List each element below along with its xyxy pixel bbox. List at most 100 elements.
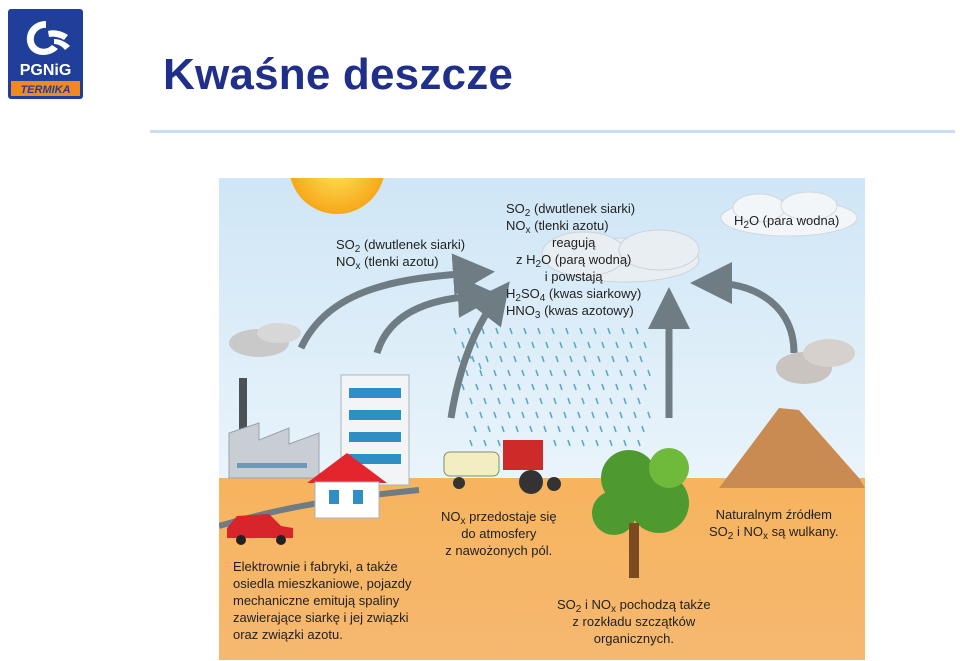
raindrop bbox=[535, 411, 539, 419]
raindrop bbox=[469, 439, 473, 447]
car bbox=[227, 514, 293, 545]
raindrop bbox=[527, 355, 531, 363]
raindrop bbox=[591, 369, 595, 377]
raindrop bbox=[549, 411, 553, 419]
raindrop bbox=[467, 327, 471, 335]
raindrop bbox=[567, 397, 571, 405]
label-field-emissions: NOx przedostaje się do atmosfery z nawoż… bbox=[441, 509, 557, 558]
acid-rain-diagram: SO2 (dwutlenek siarki) NOx (tlenki azotu… bbox=[219, 178, 865, 660]
raindrop bbox=[607, 327, 611, 335]
raindrop bbox=[605, 369, 609, 377]
raindrop bbox=[469, 397, 473, 405]
raindrop bbox=[643, 341, 647, 349]
raindrop bbox=[627, 425, 631, 433]
raindrop bbox=[623, 397, 627, 405]
svg-text:TERMIKA: TERMIKA bbox=[20, 84, 70, 96]
raindrop bbox=[621, 327, 625, 335]
sun bbox=[290, 178, 384, 214]
rain bbox=[453, 327, 651, 447]
raindrop bbox=[587, 341, 591, 349]
label-organic-decay: SO2 i NOx pochodzą także z rozkładu szcz… bbox=[557, 597, 711, 646]
raindrop bbox=[525, 397, 529, 405]
raindrop bbox=[481, 327, 485, 335]
raindrop bbox=[509, 327, 513, 335]
pgnig-termika-logo: PGNiG TERMIKA bbox=[8, 9, 83, 99]
raindrop bbox=[503, 383, 507, 391]
raindrop bbox=[545, 383, 549, 391]
raindrop bbox=[493, 369, 497, 377]
raindrop bbox=[479, 369, 483, 377]
raindrop bbox=[461, 383, 465, 391]
raindrop bbox=[539, 397, 543, 405]
raindrop bbox=[601, 341, 605, 349]
raindrop bbox=[489, 383, 493, 391]
raindrop bbox=[497, 397, 501, 405]
raindrop bbox=[471, 355, 475, 363]
raindrop bbox=[553, 397, 557, 405]
raindrop bbox=[503, 341, 507, 349]
raindrop bbox=[483, 397, 487, 405]
tractor bbox=[443, 440, 561, 494]
raindrop bbox=[619, 411, 623, 419]
arrow-volcano-to-cloud bbox=[690, 262, 798, 354]
raindrop bbox=[553, 439, 557, 447]
raindrop bbox=[563, 369, 567, 377]
raindrop bbox=[577, 411, 581, 419]
arrow-field-to-cloud bbox=[447, 281, 510, 419]
factory bbox=[228, 323, 320, 479]
raindrop bbox=[595, 397, 599, 405]
raindrop bbox=[613, 425, 617, 433]
raindrop bbox=[523, 327, 527, 335]
raindrop bbox=[571, 425, 575, 433]
raindrop bbox=[551, 327, 555, 335]
raindrop bbox=[543, 425, 547, 433]
raindrop bbox=[609, 439, 613, 447]
raindrop bbox=[453, 327, 457, 335]
diagram-illustration bbox=[219, 178, 865, 660]
raindrop bbox=[643, 383, 647, 391]
svg-text:PGNiG: PGNiG bbox=[20, 62, 72, 79]
raindrop bbox=[591, 411, 595, 419]
raindrop bbox=[557, 425, 561, 433]
raindrop bbox=[493, 411, 497, 419]
raindrop bbox=[497, 439, 501, 447]
raindrop bbox=[541, 355, 545, 363]
raindrop bbox=[593, 327, 597, 335]
raindrop bbox=[559, 341, 563, 349]
slide-title: Kwaśne deszcze bbox=[163, 50, 514, 99]
raindrop bbox=[595, 439, 599, 447]
raindrop bbox=[629, 383, 633, 391]
raindrop bbox=[581, 439, 585, 447]
raindrop bbox=[487, 425, 491, 433]
title-divider bbox=[150, 130, 955, 133]
raindrop bbox=[465, 369, 469, 377]
raindrop bbox=[531, 383, 535, 391]
raindrop bbox=[567, 439, 571, 447]
raindrop bbox=[581, 397, 585, 405]
raindrop bbox=[517, 383, 521, 391]
raindrop bbox=[629, 341, 633, 349]
raindrop bbox=[583, 355, 587, 363]
raindrop bbox=[513, 355, 517, 363]
raindrop bbox=[537, 327, 541, 335]
raindrop bbox=[573, 383, 577, 391]
raindrop bbox=[521, 369, 525, 377]
raindrop bbox=[637, 439, 641, 447]
raindrop bbox=[585, 425, 589, 433]
house bbox=[307, 453, 387, 519]
raindrop bbox=[625, 355, 629, 363]
raindrop bbox=[489, 341, 493, 349]
raindrop bbox=[495, 327, 499, 335]
raindrop bbox=[501, 425, 505, 433]
label-cloud-reactions: SO2 (dwutlenek siarki) NOx (tlenki azotu… bbox=[506, 201, 642, 321]
raindrop bbox=[615, 341, 619, 349]
raindrop bbox=[647, 411, 651, 419]
raindrop bbox=[573, 341, 577, 349]
raindrop bbox=[555, 355, 559, 363]
raindrop bbox=[535, 369, 539, 377]
label-factories-text: Elektrownie i fabryki, a także osiedla m… bbox=[233, 559, 412, 642]
raindrop bbox=[565, 327, 569, 335]
raindrop bbox=[531, 341, 535, 349]
raindrop bbox=[521, 411, 525, 419]
raindrop bbox=[647, 369, 651, 377]
